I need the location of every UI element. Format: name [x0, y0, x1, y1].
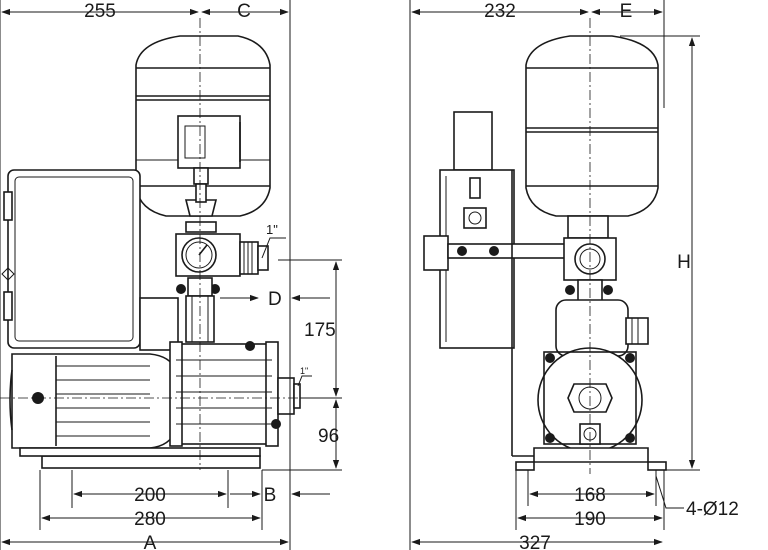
front-view	[0, 18, 301, 470]
dim-label-255: 255	[84, 1, 116, 22]
side-pressure-tank	[525, 35, 659, 217]
dim-label-e: E	[620, 1, 633, 22]
dimension-lines	[0, 0, 700, 550]
dim-label-200: 200	[134, 485, 166, 506]
dim-label-b: B	[264, 485, 277, 506]
side-view	[423, 18, 667, 474]
side-motor-cover	[555, 299, 649, 357]
front-pump-body	[169, 341, 301, 447]
front-pressure-gauge	[175, 233, 269, 297]
dim-label-mounting-holes: 4-Ø12	[686, 499, 739, 520]
dim-label-168: 168	[574, 485, 606, 506]
dim-label-327: 327	[519, 533, 551, 550]
front-control-box	[1, 169, 179, 351]
side-connecting-pipe	[447, 243, 567, 259]
dim-label-h: H	[677, 252, 691, 273]
dim-label-232: 232	[484, 1, 516, 22]
front-motor	[9, 353, 177, 449]
side-base-feet	[511, 170, 667, 471]
dim-label-outlet-thread: 1"	[266, 222, 278, 237]
dim-label-inlet-thread: 1"	[300, 366, 308, 376]
dim-label-d: D	[268, 289, 282, 310]
dim-label-c: C	[237, 1, 251, 22]
dim-label-280: 280	[134, 509, 166, 530]
front-fittings	[184, 167, 218, 233]
dim-label-96: 96	[318, 426, 339, 447]
dim-label-a: A	[144, 533, 157, 550]
dim-label-190: 190	[574, 509, 606, 530]
dim-label-175: 175	[304, 320, 336, 341]
front-base-plate	[19, 447, 261, 469]
dimension-labels: 255 C 232 E 1" 1" D 175 96 200 B 280 A 1…	[84, 1, 739, 550]
front-pressure-switch	[177, 115, 241, 169]
side-control-box	[423, 111, 515, 349]
